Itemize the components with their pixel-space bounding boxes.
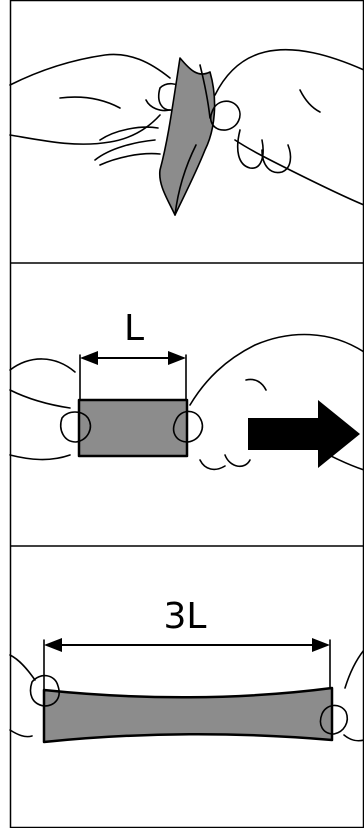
stretched-material-strip [44,688,332,742]
panel-3: 3L [10,596,364,742]
dimension-arrow-L [80,351,186,365]
material-strip [79,400,187,456]
pull-arrow [248,400,360,468]
length-label: 3L [164,596,207,637]
right-hand [211,50,364,205]
dimension-arrow-3L [44,638,330,652]
length-label: L [124,308,144,349]
left-hand [10,54,185,165]
crumpled-material [160,58,215,215]
panel-1 [10,50,364,215]
panel-2: L [10,308,364,470]
